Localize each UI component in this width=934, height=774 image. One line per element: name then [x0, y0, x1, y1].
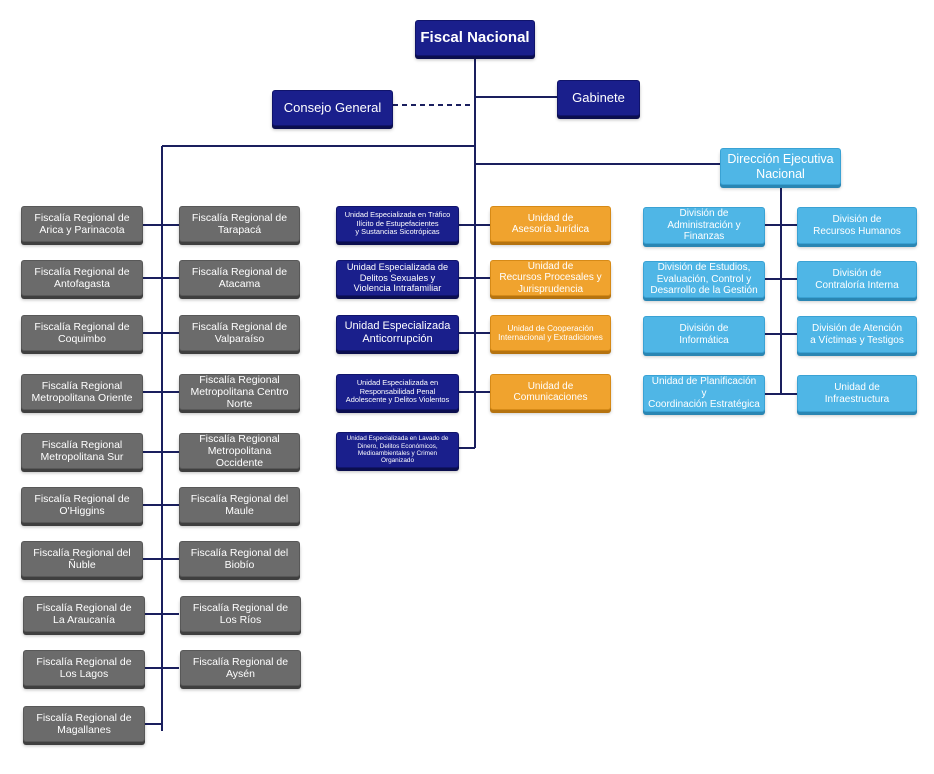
- fiscalia-regional-los-lagos: Fiscalía Regional de Los Lagos: [23, 650, 145, 686]
- fiscalia-regional-tarapaca: Fiscalía Regional de Tarapacá: [179, 206, 300, 242]
- fiscalia-regional-aysen: Fiscalía Regional de Aysén: [180, 650, 301, 686]
- unidad-planificacion-coordinacion: Unidad de Planificación y Coordinación E…: [643, 375, 765, 412]
- fiscalia-regional-metropolitana-centro-norte: Fiscalía Regional Metropolitana Centro N…: [179, 374, 300, 410]
- gabinete-box: Gabinete: [557, 80, 640, 116]
- fiscalia-regional-atacama: Fiscalía Regional de Atacama: [179, 260, 300, 296]
- division-contraloria-interna: División de Contraloría Interna: [797, 261, 917, 298]
- division-informatica: División de Informática: [643, 316, 765, 353]
- unidad-especializada-responsabilidad-penal: Unidad Especializada en Responsabilidad …: [336, 374, 459, 410]
- unidad-asesoria-juridica: Unidad de Asesoría Jurídica: [490, 206, 611, 242]
- fiscalia-regional-coquimbo: Fiscalía Regional de Coquimbo: [21, 315, 143, 351]
- unidad-especializada-trafico: Unidad Especializada en Tráfico Ilícito …: [336, 206, 459, 242]
- fiscalia-regional-metropolitana-occidente: Fiscalía Regional Metropolitana Occident…: [179, 433, 300, 469]
- division-administracion-finanzas: División de Administración y Finanzas: [643, 207, 765, 244]
- fiscalia-regional-arica: Fiscalía Regional de Arica y Parinacota: [21, 206, 143, 242]
- direccion-ejecutiva-box: Dirección Ejecutiva Nacional: [720, 148, 841, 185]
- fiscal-nacional-box: Fiscal Nacional: [415, 20, 535, 56]
- fiscalia-regional-metropolitana-oriente: Fiscalía Regional Metropolitana Oriente: [21, 374, 143, 410]
- fiscalia-regional-ohiggins: Fiscalía Regional de O'Higgins: [21, 487, 143, 523]
- fiscalia-regional-maule: Fiscalía Regional del Maule: [179, 487, 300, 523]
- fiscalia-regional-biobio: Fiscalía Regional del Biobío: [179, 541, 300, 577]
- fiscalia-regional-nuble: Fiscalía Regional del Ñuble: [21, 541, 143, 577]
- unidad-especializada-lavado-dinero: Unidad Especializada en Lavado de Dinero…: [336, 432, 459, 468]
- unidad-especializada-anticorrupcion: Unidad Especializada Anticorrupción: [336, 315, 459, 351]
- division-atencion-victimas: División de Atención a Víctimas y Testig…: [797, 316, 917, 353]
- unidad-comunicaciones: Unidad de Comunicaciones: [490, 374, 611, 410]
- fiscalia-regional-valparaiso: Fiscalía Regional de Valparaíso: [179, 315, 300, 351]
- unidad-especializada-delitos-sexuales: Unidad Especializada de Delitos Sexuales…: [336, 260, 459, 296]
- fiscalia-regional-magallanes: Fiscalía Regional de Magallanes: [23, 706, 145, 742]
- fiscalia-regional-antofagasta: Fiscalía Regional de Antofagasta: [21, 260, 143, 296]
- fiscalia-regional-araucania: Fiscalía Regional de La Araucanía: [23, 596, 145, 632]
- division-estudios-evaluacion: División de Estudios, Evaluación, Contro…: [643, 261, 765, 298]
- fiscalia-regional-metropolitana-sur: Fiscalía Regional Metropolitana Sur: [21, 433, 143, 469]
- unidad-infraestructura: Unidad de Infraestructura: [797, 375, 917, 412]
- unidad-cooperacion-internacional: Unidad de Cooperación Internacional y Ex…: [490, 315, 611, 351]
- division-recursos-humanos: División de Recursos Humanos: [797, 207, 917, 244]
- consejo-general-box: Consejo General: [272, 90, 393, 126]
- unidad-recursos-procesales: Unidad de Recursos Procesales y Jurispru…: [490, 260, 611, 296]
- fiscalia-regional-los-rios: Fiscalía Regional de Los Ríos: [180, 596, 301, 632]
